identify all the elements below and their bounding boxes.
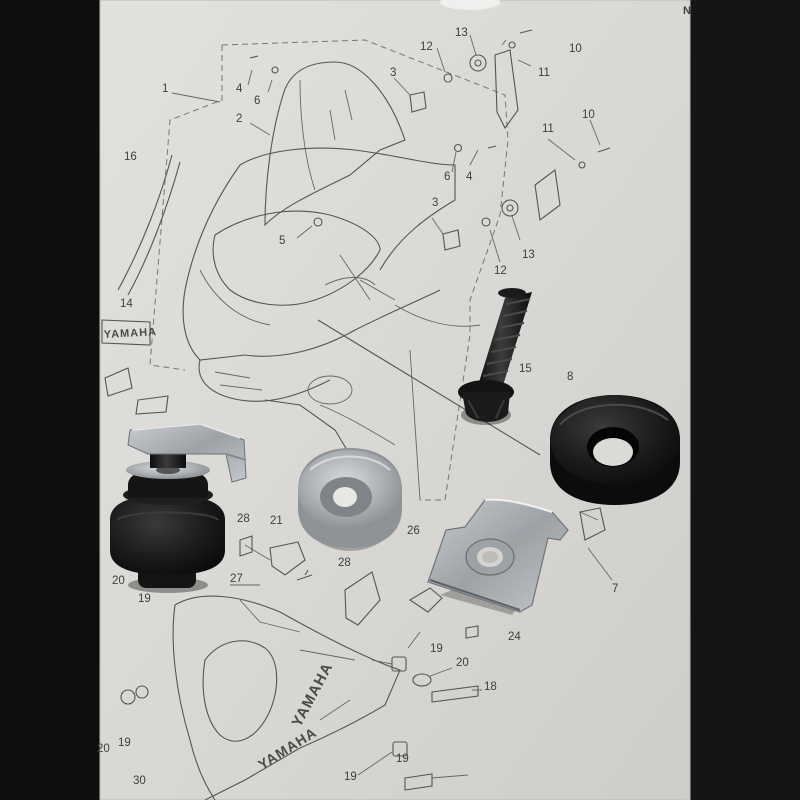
callout-20-left: 20 — [112, 575, 125, 587]
callout-3-upper: 3 — [390, 67, 396, 79]
yamaha-label-panel: YAMAHA — [104, 326, 158, 341]
callout-21: 21 — [270, 515, 283, 527]
flange-bolt — [458, 288, 532, 425]
callout-12-lower: 12 — [494, 265, 507, 277]
callout-13-upper: 13 — [455, 27, 468, 39]
callout-11-lower: 11 — [542, 123, 554, 135]
callout-26: 26 — [407, 525, 420, 537]
callout-16: 16 — [124, 151, 137, 163]
callout-11-upper: 11 — [538, 67, 550, 79]
callout-13-lower: 13 — [522, 249, 535, 261]
callout-18: 18 — [484, 681, 497, 693]
spring-clip-nut — [427, 498, 569, 615]
grommet-bolt-assembly — [110, 423, 247, 593]
callout-8: 8 — [567, 371, 573, 383]
callout-3-lower: 3 — [432, 197, 438, 209]
callout-2: 2 — [236, 113, 242, 125]
callout-4-lower: 4 — [466, 171, 473, 183]
callout-28-upper: 28 — [237, 513, 250, 525]
part-callouts: 1 2 3 3 4 4 5 6 6 7 8 10 10 11 11 12 12 … — [97, 27, 618, 787]
callout-10-upper: 10 — [569, 43, 582, 55]
callout-19-bottom-left: 19 — [118, 737, 131, 749]
rubber-grommet — [550, 395, 680, 505]
callout-27: 27 — [230, 573, 243, 585]
callout-14: 14 — [120, 298, 133, 310]
callout-5: 5 — [279, 235, 285, 247]
callout-19-left: 19 — [138, 593, 151, 605]
callout-7: 7 — [612, 583, 618, 595]
callout-20-bottom-left: 20 — [97, 743, 110, 755]
callout-4-upper: 4 — [236, 83, 243, 95]
callout-10-lower: 10 — [582, 109, 595, 121]
callout-19-bottom-2: 19 — [396, 753, 409, 765]
callout-20-right: 20 — [456, 657, 469, 669]
callout-6-upper: 6 — [254, 95, 260, 107]
callout-6-lower: 6 — [444, 171, 450, 183]
callout-30: 30 — [133, 775, 146, 787]
callout-1: 1 — [162, 83, 168, 95]
exploded-view-lineart — [101, 29, 613, 800]
zinc-spacer-washer — [298, 448, 402, 551]
diagram-header: N — [683, 5, 691, 17]
callout-15: 15 — [519, 363, 532, 375]
callout-19-bottom: 19 — [344, 771, 357, 783]
callout-28-lower: 28 — [338, 557, 351, 569]
callout-24: 24 — [508, 631, 521, 643]
callout-12-upper: 12 — [420, 41, 433, 53]
callout-19-right: 19 — [430, 643, 443, 655]
